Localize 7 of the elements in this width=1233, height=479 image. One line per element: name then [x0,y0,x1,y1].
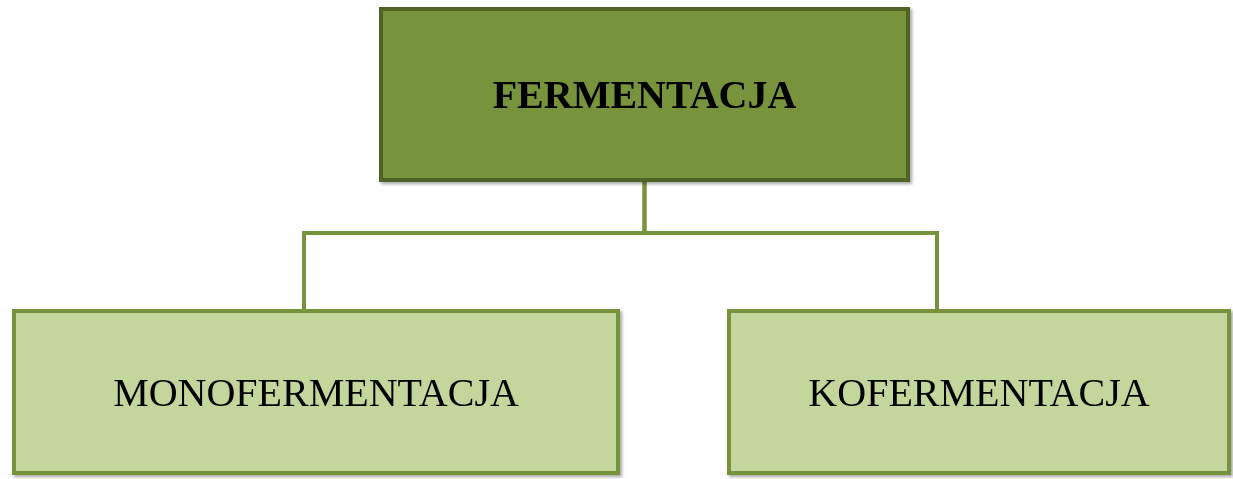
box-label: FERMENTACJA [492,71,797,118]
connector-line [642,182,939,309]
box-label: KOFERMENTACJA [808,368,1150,416]
box-label: MONOFERMENTACJA [113,368,519,416]
category-box [727,309,1231,475]
category-box [379,7,910,182]
category-box [12,309,620,475]
